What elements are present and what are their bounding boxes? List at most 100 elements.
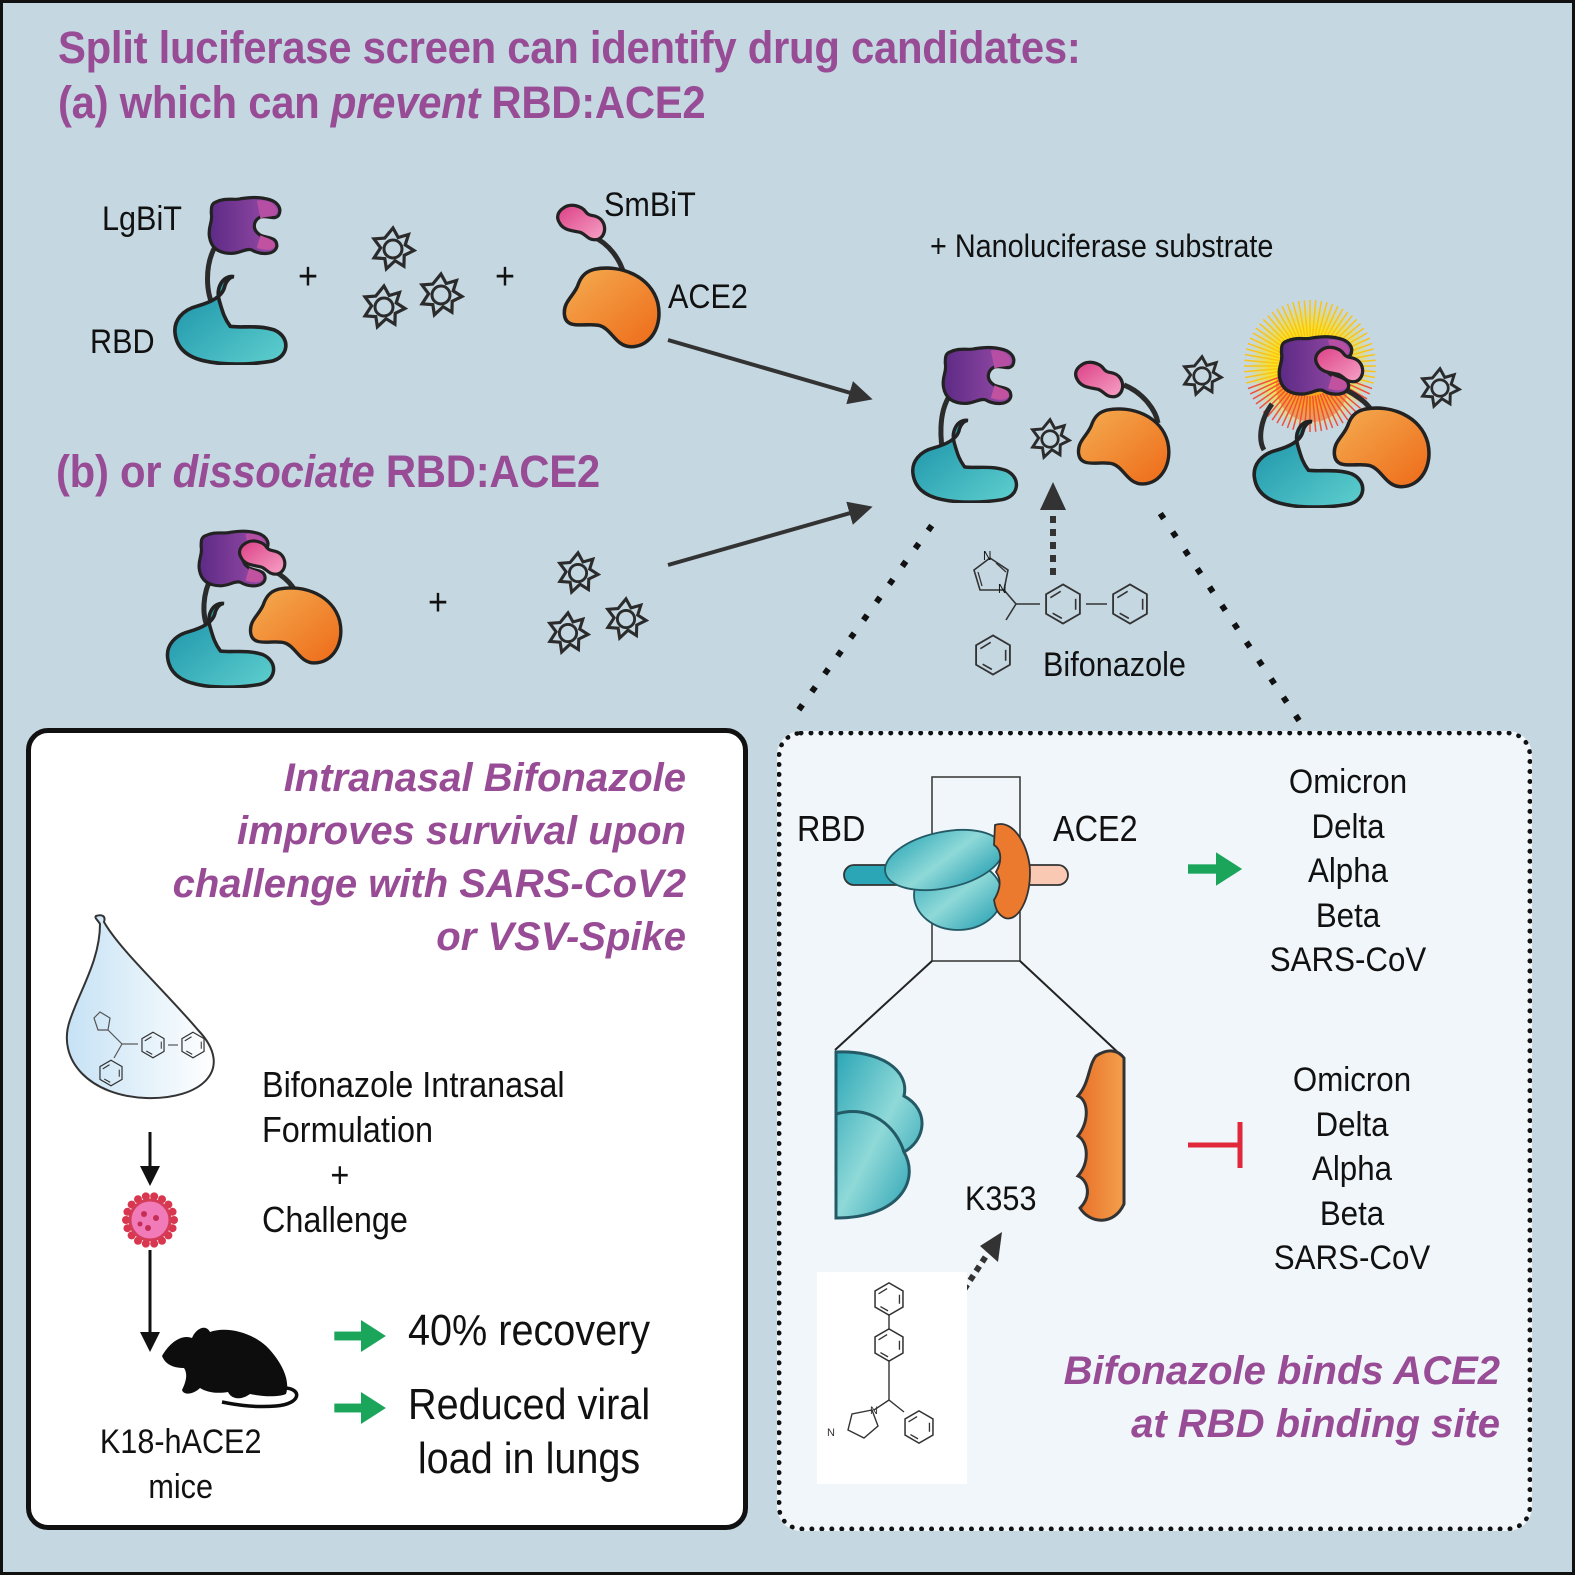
dissociated-complex-icon [910, 345, 1171, 503]
glow-ray [1314, 300, 1323, 337]
rbd-label-panel: RBD [797, 808, 866, 849]
glow-ray [1321, 392, 1339, 427]
glow-ray [1267, 388, 1292, 418]
glow-ray [1311, 395, 1317, 432]
variant-item: Omicron [1288, 763, 1408, 801]
virus-spike [150, 1239, 159, 1248]
rbd-lgbit-construct-icon [173, 195, 288, 365]
variant-item: Alpha [1311, 1150, 1393, 1188]
atom-n-label: N [998, 581, 1007, 596]
zoom-dotted-line-left [785, 523, 935, 727]
ace2-label-panel: ACE2 [1053, 808, 1138, 849]
section-b-heading: (b) or dissociate RBD:ACE2 [56, 446, 600, 498]
glow-ray [1326, 390, 1349, 421]
arrow-a-to-assay [667, 338, 873, 405]
virus-spike [141, 1239, 150, 1248]
section-b-prefix: (b) or [56, 446, 173, 497]
glow-ray [1324, 308, 1344, 341]
glow-ray [1246, 373, 1282, 384]
title-line-1: Split luciferase screen can identify dru… [58, 22, 1081, 73]
glow-ray [1286, 303, 1301, 339]
glow-ray [1255, 382, 1286, 405]
plus-sign-1: + [298, 256, 318, 298]
formulation-text: Bifonazole Intranasal Formulation + Chal… [262, 1062, 565, 1242]
in-vivo-heading-line: improves survival upon [236, 809, 686, 853]
atom-n-label: N [983, 548, 992, 563]
bifonazole-structure-card [817, 1272, 967, 1484]
glow-ray [1319, 303, 1334, 339]
svg-text:N: N [827, 1427, 835, 1439]
binding-site-heading-line: Bifonazole binds ACE2 [1063, 1349, 1500, 1393]
svg-text:N: N [870, 1405, 878, 1417]
outcome-recovery: 40% recovery [408, 1306, 651, 1355]
substrate-label: + Nanoluciferase substrate [930, 228, 1274, 264]
mouse-model-line: mice [148, 1468, 214, 1506]
section-b-suffix: RBD:ACE2 [374, 446, 600, 497]
binding-site-heading: Bifonazole binds ACE2 at RBD binding sit… [940, 1345, 1500, 1451]
glow-ray [1276, 308, 1296, 341]
outcome-viral-load-line: load in lungs [417, 1434, 641, 1483]
variant-item: SARS-CoV [1269, 941, 1427, 979]
in-vivo-heading-line: or VSV-Spike [436, 915, 686, 959]
in-vivo-heading: Intranasal Bifonazole improves survival … [40, 752, 686, 964]
luminescent-complex-icon [1183, 300, 1461, 508]
glow-ray [1324, 391, 1344, 424]
plus-sign-3: + [428, 582, 448, 624]
formulation-plus: + [330, 1154, 350, 1195]
ace2-smbit-construct-icon [555, 203, 661, 349]
arrowhead-icon [1040, 482, 1066, 510]
bifonazole-label: Bifonazole [1043, 646, 1186, 684]
glow-ray [1319, 393, 1334, 429]
variant-item: Delta [1311, 807, 1385, 846]
virus-spike [150, 1192, 159, 1201]
glow-ray [1247, 342, 1283, 357]
formulation-line: Bifonazole Intranasal [262, 1064, 565, 1105]
glow-ray [1244, 353, 1281, 362]
zoom-dotted-line-right [1157, 511, 1305, 727]
glow-ray [1252, 380, 1285, 400]
glow-ray [1297, 300, 1306, 337]
k353-residue-label: K353 [965, 1180, 1037, 1218]
bound-complex-icon [165, 529, 343, 688]
variant-item: Omicron [1292, 1061, 1412, 1099]
glow-ray [1303, 300, 1309, 337]
virus-spike [141, 1192, 150, 1201]
outcome-viral-load: Reduced viral load in lungs [408, 1378, 650, 1486]
glow-ray [1311, 300, 1317, 337]
arrow-b-to-assay [667, 501, 873, 567]
formulation-line: Challenge [262, 1199, 408, 1240]
glow-ray [1317, 302, 1328, 338]
title-line-2-emphasis: prevent [330, 77, 481, 128]
variants-blocked-list: Omicron Delta Alpha Beta SARS-CoV [1232, 1058, 1472, 1281]
glow-ray [1249, 337, 1284, 355]
lgbit-label: LgBiT [102, 200, 182, 238]
virus-spike [170, 1216, 178, 1224]
glow-ray [1292, 394, 1303, 430]
glow-ray [1246, 348, 1282, 359]
variants-binding-list: Omicron Delta Alpha Beta SARS-CoV [1228, 760, 1468, 983]
glow-ray [1317, 394, 1328, 430]
glow-ray [1247, 375, 1283, 390]
glow-ray [1267, 314, 1292, 344]
ace2-label: ACE2 [668, 278, 748, 316]
variant-item: Alpha [1307, 852, 1389, 890]
variant-item: SARS-CoV [1273, 1239, 1431, 1277]
arrow-down-icon [140, 1332, 160, 1352]
in-vivo-heading-line: challenge with SARS-CoV2 [172, 862, 686, 906]
in-vivo-heading-line: Intranasal Bifonazole [283, 756, 686, 800]
variant-item: Delta [1315, 1105, 1389, 1144]
virus-spike [122, 1216, 130, 1224]
glow-ray [1252, 332, 1285, 352]
glow-ray [1321, 305, 1339, 340]
glow-ray [1281, 392, 1299, 427]
glow-ray [1271, 311, 1294, 342]
glow-ray [1258, 384, 1288, 409]
glow-ray [1249, 377, 1284, 395]
bifonazole-vertical-structure-icon: N N [827, 1282, 934, 1444]
in-vivo-panel [26, 728, 748, 1530]
title-line-2: (a) which can prevent RBD:ACE2 [58, 77, 706, 129]
